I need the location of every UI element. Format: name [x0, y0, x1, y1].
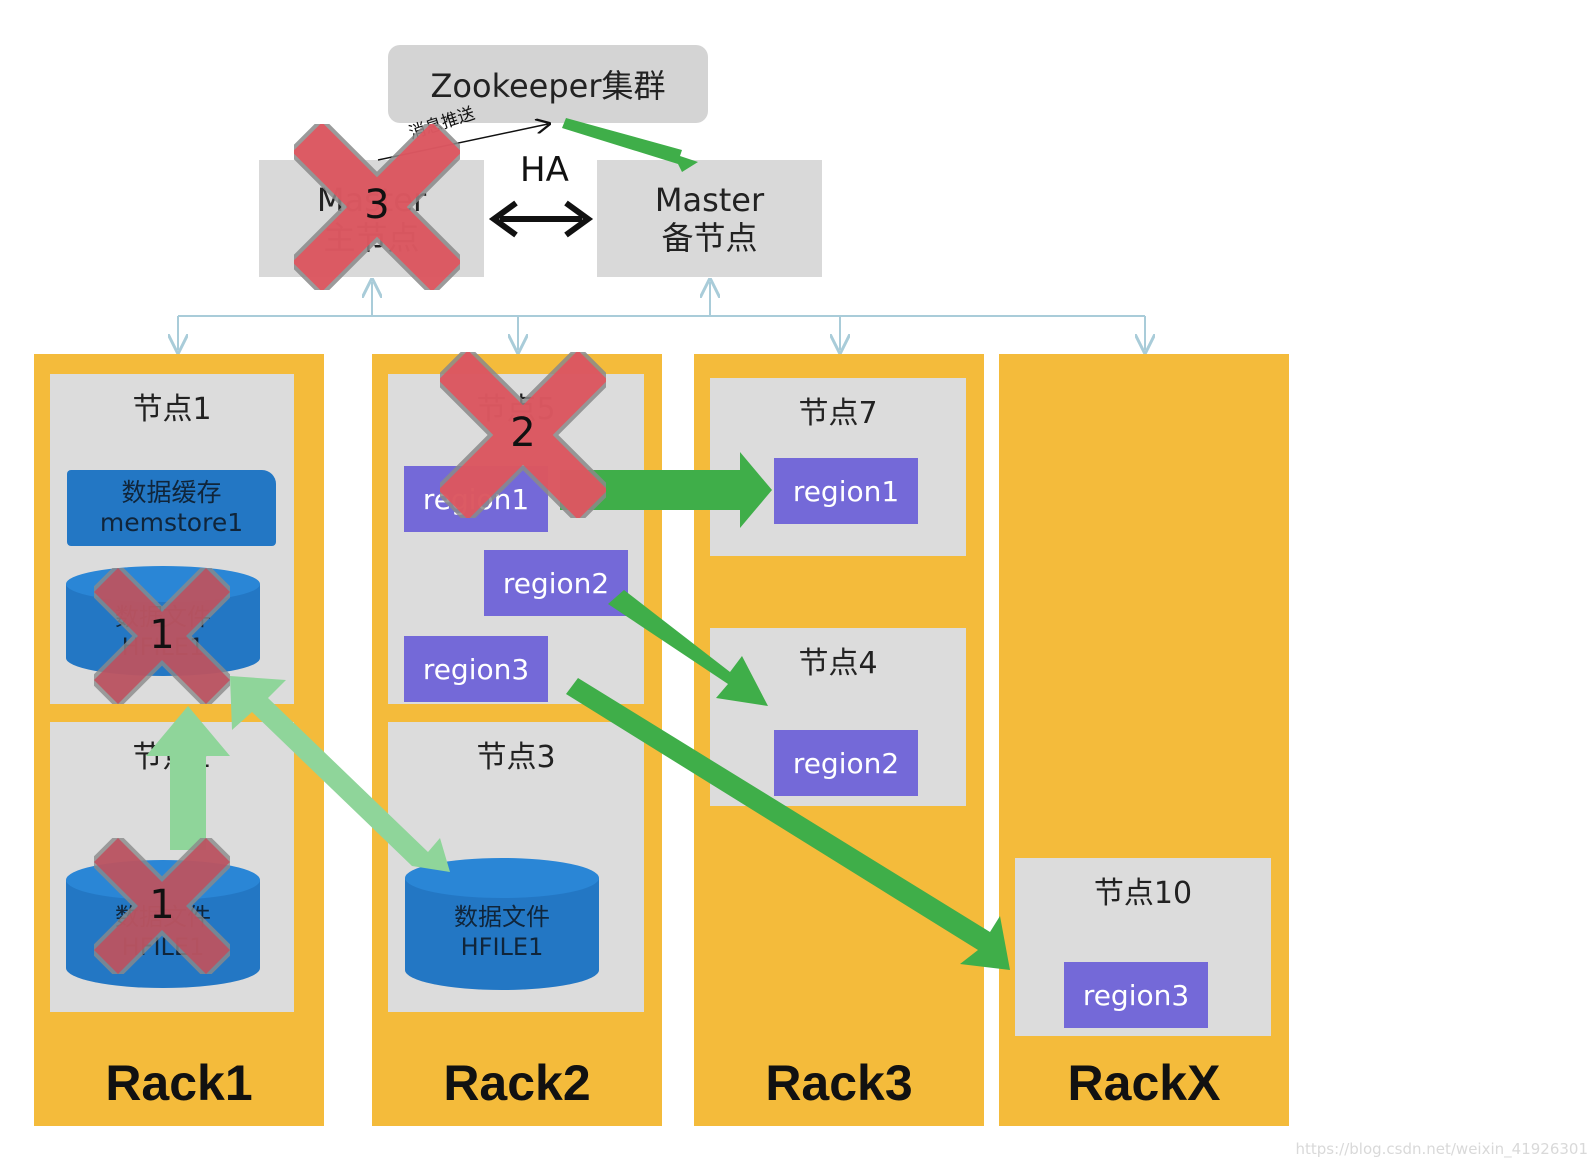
zk-to-backup-arrow — [562, 118, 698, 172]
ha-arrow — [488, 200, 594, 238]
cross-icon — [88, 562, 236, 710]
master-backup-node: Master 备节点 — [597, 160, 822, 277]
cross-icon — [88, 832, 236, 980]
hfile-line2: HFILE1 — [460, 933, 544, 961]
rack-x-label: RackX — [1067, 1055, 1221, 1111]
node-1-title: 节点1 — [132, 392, 212, 427]
zookeeper-label: Zookeeper集群 — [430, 67, 666, 105]
cache-line2: memstore1 — [99, 508, 244, 537]
migrate-arrow-region1 — [560, 452, 772, 528]
failure-step-number: 2 — [510, 410, 536, 456]
failure-step-number: 1 — [149, 612, 175, 658]
hfile-cylinder-node3: 数据文件 HFILE1 — [405, 858, 599, 992]
replicate-arrow-node2 — [146, 706, 230, 850]
failure-cross-master: 3 — [286, 116, 468, 298]
node-10: 节点10 region3 — [1015, 858, 1271, 1036]
cross-icon — [432, 344, 614, 526]
cache-line1: 数据缓存 — [121, 478, 222, 507]
failure-cross-node5: 2 — [432, 344, 614, 526]
cross-icon — [286, 116, 468, 298]
rack-2-label: Rack2 — [443, 1055, 591, 1111]
replicate-arrow-node3 — [230, 676, 450, 872]
memstore-cache: 数据缓存 memstore1 — [67, 470, 276, 546]
node-5-region-3: region3 — [404, 636, 548, 702]
failure-cross-node2-file: 1 — [88, 832, 236, 980]
migrate-arrow-region2 — [608, 590, 768, 706]
node-7: 节点7 region1 — [710, 378, 966, 556]
rack-3-label: Rack3 — [765, 1055, 913, 1111]
cylinder-shape — [405, 858, 599, 990]
node-4-region: region2 — [774, 730, 918, 796]
node-5-region-2: region2 — [484, 550, 628, 616]
node-10-region: region3 — [1064, 962, 1208, 1028]
master-backup-line2: 备节点 — [661, 218, 758, 257]
hfile-label-node3: 数据文件 HFILE1 — [405, 902, 599, 962]
zookeeper-cluster: Zookeeper集群 — [388, 45, 708, 123]
node-4: 节点4 region2 — [710, 628, 966, 806]
migrate-arrow-region3 — [566, 678, 1010, 970]
node-10-title: 节点10 — [1093, 876, 1193, 911]
master-backup-line1: Master — [654, 180, 765, 219]
node-7-region: region1 — [774, 458, 918, 524]
node-7-title: 节点7 — [798, 396, 878, 431]
node-4-title: 节点4 — [798, 646, 878, 681]
network-bus — [178, 282, 1145, 350]
failure-step-number: 3 — [364, 182, 390, 228]
failure-cross-node1-file: 1 — [88, 562, 236, 710]
rack-1-label: Rack1 — [105, 1055, 253, 1111]
ha-label: HA — [520, 150, 569, 190]
hfile-line1: 数据文件 — [454, 903, 550, 931]
node-3-title: 节点3 — [476, 740, 556, 775]
failure-step-number: 1 — [149, 882, 175, 928]
watermark: https://blog.csdn.net/weixin_41926301 — [1295, 1140, 1588, 1158]
